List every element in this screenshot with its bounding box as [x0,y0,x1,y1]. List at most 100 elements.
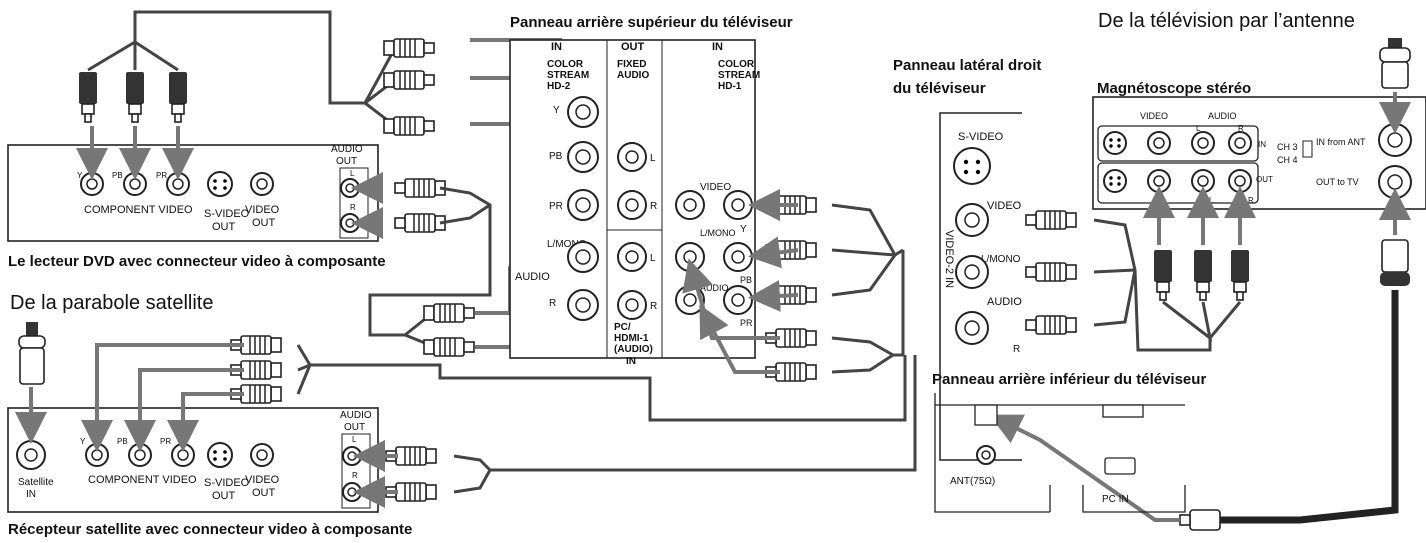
dvd-video-label: VIDEO [245,204,280,216]
sat-audio-l-jack[interactable] [342,446,362,466]
vcr-ant-in-jack[interactable] [1378,123,1412,157]
sat-pr-label: PR [160,437,171,446]
tv-hd2-pr-jack[interactable] [567,189,599,221]
vcr-audio-l-out-jack[interactable] [1191,169,1215,193]
dvd-audio-out-label: OUT [336,156,357,167]
side-audio-r-jack[interactable] [955,311,989,345]
tv-hd1-audio-l-jack[interactable] [675,242,705,272]
dvd-svideo-jack[interactable] [207,171,233,197]
tv-pc-r-label: R [650,301,657,312]
satellite-panel: Satellite IN Y PB PR COMPONENT VIDEO S-V… [7,407,379,513]
tv-fixed-l2: AUDIO [617,70,649,81]
vcr-video-out-jack[interactable] [1147,169,1171,193]
side-r-label: R [1013,344,1020,355]
antenna-connector [1379,38,1411,89]
side-svideo-jack[interactable] [953,147,991,185]
tv-fixed-audio-r-jack[interactable] [617,190,647,220]
tv-cs1-l2: STREAM [718,70,760,81]
vcr-video-in-jack[interactable] [1147,131,1171,155]
vcr-out-tv-label: OUT to TV [1316,177,1359,187]
dvd-y-jack[interactable] [80,172,104,196]
sat-pr-jack[interactable] [171,443,195,467]
vcr-video-label: VIDEO [1140,111,1168,121]
dvd-pr-jack[interactable] [166,172,190,196]
dvd-audio-l-jack[interactable] [340,178,360,198]
dish-connector [18,322,46,385]
tv-hd2-audio-l-jack[interactable] [567,241,599,273]
vcr-channel-switch[interactable] [1302,140,1313,158]
tv-side-panel: S-VIDEO VIDEO L/MONO AUDIO R VIDEO-2 IN [939,112,1022,461]
vcr-to-tv-coax [1380,239,1410,286]
sat-svideo-jack[interactable] [207,442,233,468]
sat-r-label: R [352,471,358,480]
tv-side-title-1: Panneau latéral droit [893,57,1041,74]
tv-lower-title: Panneau arrière inférieur du téléviseur [932,371,1206,388]
tv-hd1-audio-label: AUDIO [700,283,729,293]
pc-in-jack[interactable] [1104,457,1136,475]
tv-lower-panel: ANT(75Ω) PC IN [934,393,1186,513]
sat-in-label1: Satellite [18,477,54,488]
tv-hd2-audio-r-jack[interactable] [567,289,599,321]
dvd-audio-label: AUDIO [331,144,363,155]
tv-video1-jack[interactable] [675,190,705,220]
sat-audio-r-jack[interactable] [342,482,362,502]
tv-pc-audio-l-jack[interactable] [617,242,647,272]
side-video-jack[interactable] [955,203,989,237]
sat-pb-label: PB [117,437,128,446]
side-vertical-label: VIDEO-2 IN [943,230,955,288]
dish-title: De la parabole satellite [10,292,213,314]
tv-hd1-y-jack[interactable] [723,190,753,220]
dvd-l-label: L [350,169,355,178]
vcr-r-out-label: R [1248,196,1254,205]
tv-hd2-pb-jack[interactable] [567,141,599,173]
tv-fixed-l-label: L [650,153,656,164]
side-video-label: VIDEO [987,200,1022,212]
tv-hd1-lmono-label: L/MONO [700,228,736,238]
vcr-audio-r-out-jack[interactable] [1228,169,1252,193]
dvd-component-label: COMPONENT VIDEO [84,204,193,216]
dvd-player-panel: Y PB PR COMPONENT VIDEO S-VIDEO OUT VIDE… [7,144,379,242]
tv-fixed-audio-l-jack[interactable] [617,142,647,172]
tv-pc-audio-r-jack[interactable] [617,290,647,320]
sat-pb-jack[interactable] [128,443,152,467]
vcr-out-tv-jack[interactable] [1378,165,1412,199]
sat-in-jack[interactable] [16,440,46,470]
tv-hd1-y-label: Y [740,224,747,235]
tv-hd2-y-jack[interactable] [567,96,599,128]
vcr-out-label: OUT [1256,175,1273,184]
side-audio-l-jack[interactable] [955,255,989,289]
tv-pc-l1: PC/ [614,322,631,333]
sat-video-out-label: OUT [252,487,276,499]
dvd-audio-r-jack[interactable] [340,213,360,233]
tv-cs2-l1: COLOR [547,59,584,70]
tv-upper-title: Panneau arrière supérieur du téléviseur [510,14,793,31]
side-audio-label: AUDIO [987,296,1022,308]
sat-svideo-label: S-VIDEO [204,477,250,489]
tv-in2-label: IN [712,41,723,53]
ant-jack[interactable] [976,445,996,465]
dvd-video-jack[interactable] [250,172,274,196]
vcr-svideo-in-jack[interactable] [1103,131,1127,155]
side-lmono-label: L/MONO [981,254,1021,265]
vcr-svideo-out-jack[interactable] [1103,169,1127,193]
side-svideo-label: S-VIDEO [958,131,1004,143]
tv-hd1-pb-jack[interactable] [723,242,753,272]
sat-video-jack[interactable] [250,443,274,467]
tv-out-label: OUT [621,41,645,53]
vcr-audio-l-in-jack[interactable] [1191,131,1215,155]
dvd-pb-jack[interactable] [123,172,147,196]
tv-hd2-pb-label: PB [549,151,563,162]
dvd-svideo-label: S-VIDEO [204,208,250,220]
vcr-ch3-label: CH 3 [1277,142,1298,152]
tv-pc-l-label: L [650,253,656,264]
tv-hd2-lmono-label: L/MONO [547,239,587,250]
dvd-svideo-out-label: OUT [212,221,236,233]
sat-y-jack[interactable] [85,443,109,467]
sat-component-label: COMPONENT VIDEO [88,474,197,486]
tv-hd1-pr-label: PR [740,318,753,328]
dvd-r-label: R [350,203,356,212]
vcr-audio-r-in-jack[interactable] [1228,131,1252,155]
tv-hd1-pr-jack[interactable] [723,285,753,315]
tv-hd2-pr-label: PR [549,201,563,212]
